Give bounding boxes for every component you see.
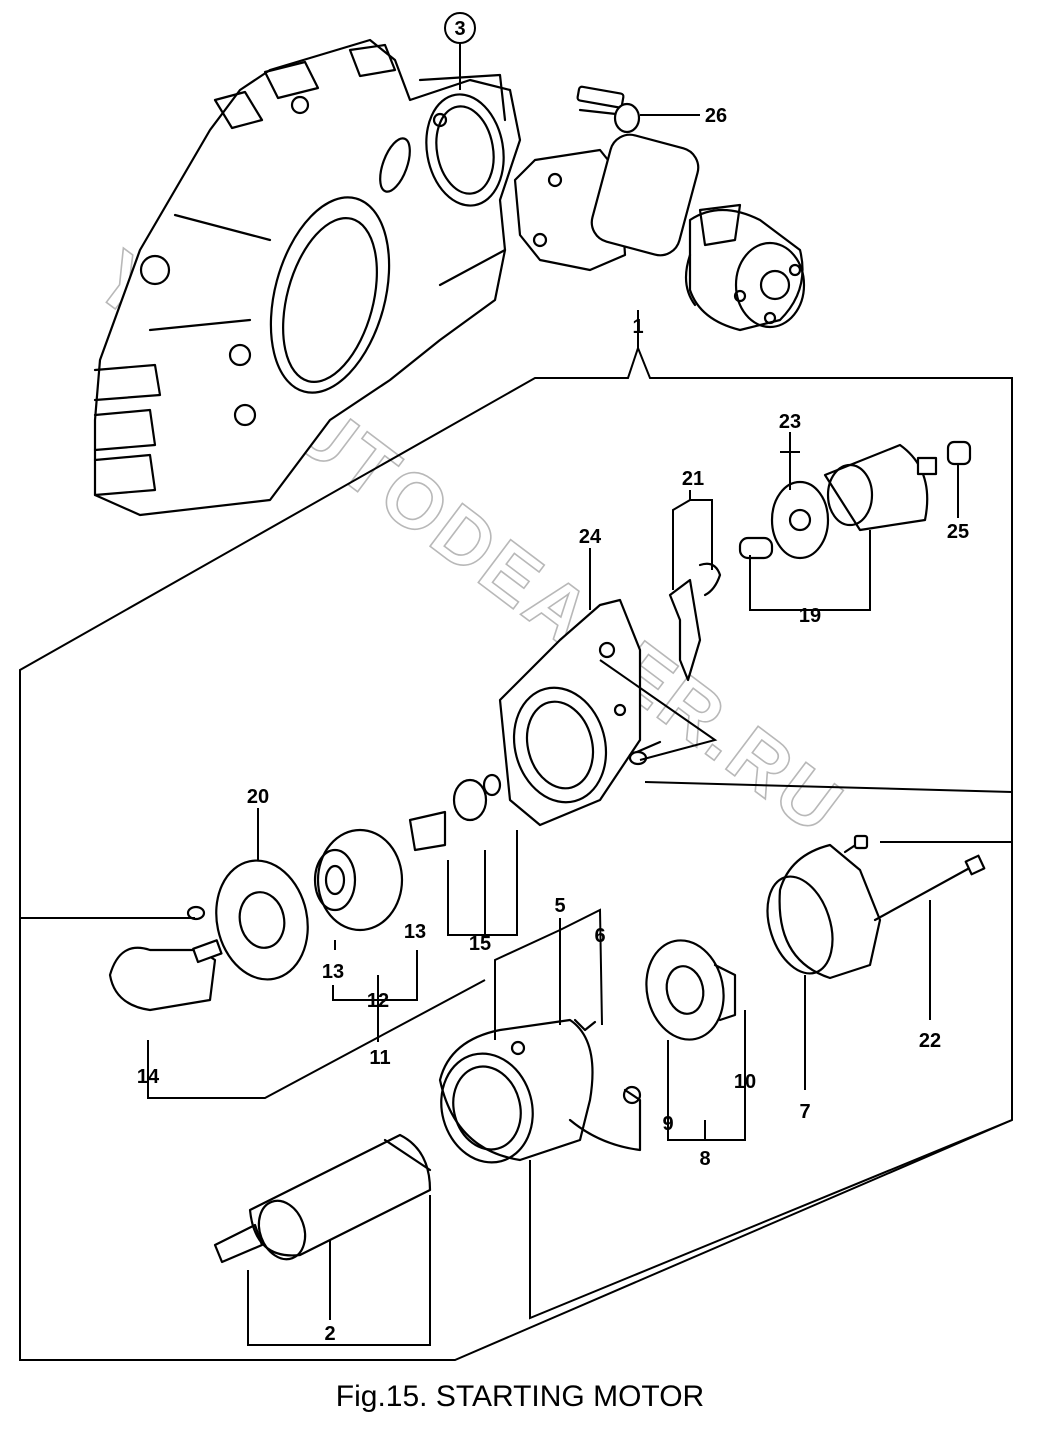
callout-25: 25 [947,521,969,543]
callout-26: 26 [705,105,727,127]
callout-21: 21 [682,468,704,490]
callout-1: 1 [632,316,643,338]
callout-3-circle [444,12,476,44]
callout-23: 23 [779,411,801,433]
callout-22: 22 [919,1030,941,1052]
callout-15: 15 [469,933,491,955]
pinion-clutch-parts [108,773,502,1012]
armature [213,1133,432,1264]
callout-11: 11 [369,1047,390,1069]
flywheel-housing [93,38,522,517]
callout-7: 7 [799,1101,810,1123]
callout-13-right: 13 [404,921,426,943]
shift-lever [668,562,722,682]
callout-2: 2 [324,1323,335,1345]
rear-cover [766,834,986,980]
callout-13-left: 13 [322,961,344,983]
callout-20: 20 [247,786,269,808]
leader-lines [19,38,1013,1361]
brush-holder [645,939,737,1041]
solenoid-switch [738,440,972,560]
callout-24: 24 [579,526,602,548]
callout-8: 8 [699,1148,710,1170]
callout-9: 9 [662,1113,673,1135]
callout-12: 12 [367,990,389,1012]
yoke-field-coil [438,1018,642,1164]
callout-19: 19 [799,605,821,627]
figure-caption: Fig.15. STARTING MOTOR [335,1380,705,1413]
callout-5: 5 [554,895,565,917]
callout-6: 6 [594,925,605,947]
callout-labels: 3 26 1 23 21 25 24 19 20 5 6 13 15 13 12… [137,12,969,1345]
callout-10: 10 [734,1071,756,1093]
callout-3: 3 [454,18,465,40]
starter-assembly [513,85,806,332]
callout-14: 14 [137,1066,160,1088]
front-housing [498,598,662,827]
